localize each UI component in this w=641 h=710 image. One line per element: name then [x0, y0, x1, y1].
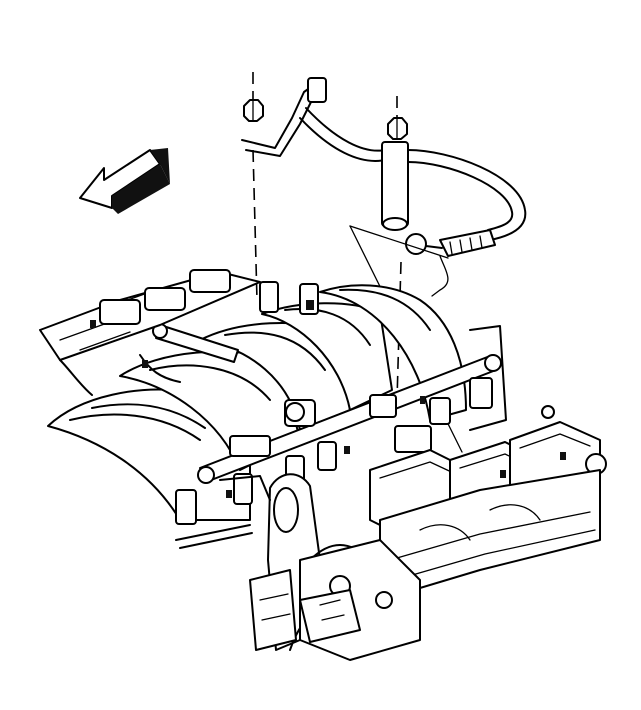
nut-icon	[387, 117, 408, 140]
shading	[90, 300, 566, 498]
direction-arrow-icon	[79, 148, 170, 214]
ignition-coils	[369, 405, 607, 601]
lower-engine	[175, 475, 421, 661]
left-cylinder-head	[39, 269, 261, 396]
fuel-rail	[152, 323, 502, 484]
pipe-assembly	[241, 77, 527, 297]
nut-icon	[243, 99, 264, 122]
